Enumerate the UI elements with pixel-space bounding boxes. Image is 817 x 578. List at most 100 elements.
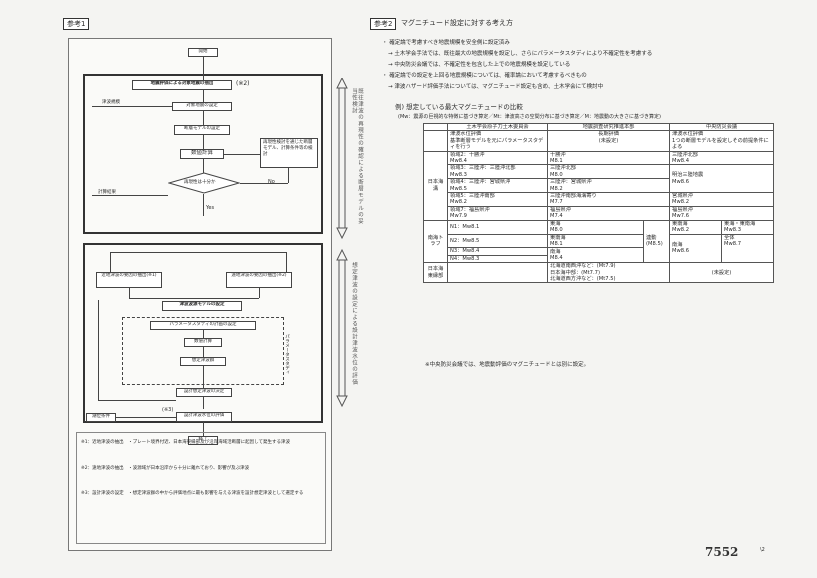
footnote-3: ※3：設計津波の設定 ・想定津波群の中から評価地点に最も影響を与える津波を設計想… <box>81 491 304 496</box>
connector <box>203 57 204 81</box>
connector <box>286 252 287 272</box>
footnote-1: ※1：近地津波の抽出 ・プレート境界付近、日本海東縁部及び沿岸海域活断層に起因し… <box>81 440 290 445</box>
cell: Mw8.7 <box>724 240 741 247</box>
cell: M8.4 <box>550 255 563 262</box>
cell: M8.1 <box>550 158 563 165</box>
step-final-eval: 設計津波水位の評価 <box>176 412 232 422</box>
cell: M8.0 <box>550 227 563 234</box>
connector <box>129 288 130 298</box>
hdr-jsce: 土木学会原子力土木委員会 <box>447 122 548 132</box>
step-source-model: 津波波源モデルの設定 <box>162 301 242 311</box>
cell: Mw8.4 <box>450 158 467 165</box>
decision-label: 再現性は十分か <box>184 180 216 185</box>
nankai-combined: 連動(M8.5) <box>642 219 671 264</box>
cell: 北海道南西沖など <box>550 263 592 270</box>
cell: Mw7.9 <box>450 213 467 220</box>
cell: Mw8.3 <box>450 171 467 178</box>
cell: 東海 <box>550 220 561 227</box>
step-param-plan: パラメータスタディの計画の設定 <box>150 321 256 330</box>
connector <box>203 90 204 102</box>
connector <box>98 400 176 401</box>
cell: 十勝沖 <box>550 151 566 158</box>
left-tag: 参考1 <box>63 18 90 30</box>
cell: 三陸沖北部 <box>550 165 576 172</box>
flowchart-frame <box>68 38 332 551</box>
cell: 領域5：三陸沖南部 <box>450 193 495 200</box>
bullet-4: ・ 確定論での設定を上回る地震規模については、確率論において考慮するべきもの <box>382 73 587 79</box>
cell: 福島県沖 <box>550 206 571 213</box>
region-japan-trench: 日本海溝 <box>423 150 448 221</box>
region-nankai: 南海トラフ <box>423 219 448 264</box>
table-row: N3：Mw8.4 <box>447 247 548 256</box>
table-footer: ※中央防災会議では、地震動評価のマグニチュードとは別に設定。 <box>425 362 590 368</box>
cell: 東南海 <box>550 234 566 241</box>
cell: 南海 <box>550 248 561 255</box>
connector <box>203 135 204 149</box>
bullet-5: → 津波ハザード評価手法については、マグニチュード設定も含め、土木学会にて検討中 <box>388 84 604 90</box>
sub-empty <box>423 130 448 152</box>
step-tide-level: 潮位条件 <box>86 413 116 422</box>
connector <box>203 194 204 216</box>
connector <box>288 168 289 183</box>
cell: 南海 <box>672 241 683 248</box>
start-node: 開始 <box>188 48 218 57</box>
connector <box>203 397 204 409</box>
step1-note: (※2) <box>236 80 250 87</box>
cell: 領域7：福島県沖 <box>450 206 490 213</box>
cell: 三陸沖北部 <box>672 151 698 158</box>
step-model-setting: 断層モデルの設定 <box>174 125 230 135</box>
left-arrow-label-1: 津波規模 <box>102 100 120 105</box>
connector <box>203 330 204 338</box>
table-row: 北海道南西沖など：(Mt7.9) 日本海中部：(Mt7.7) 北海道西方沖など：… <box>546 262 671 284</box>
cell: Mt7.7 <box>583 269 598 276</box>
right-title: マグニチュード設定に対する考え方 <box>401 19 513 27</box>
step-near-field: 近地津波の要因の抽出(※1) <box>96 272 162 288</box>
example-note: (Mw：震源の巨視的な特徴に基づき算定／Mt：津波高さの空間分布に基づき算定／M… <box>398 114 661 120</box>
corner-mark: \2 <box>760 547 765 553</box>
side-double-arrow <box>336 78 348 408</box>
connector <box>110 252 286 253</box>
cell: Mw8.2 <box>672 227 689 234</box>
table-row: N4：Mw8.3 <box>447 254 548 264</box>
sub-herp: 長期評価(未設定) <box>546 130 671 152</box>
cell: Mt7.9 <box>598 263 614 270</box>
connector <box>98 300 99 400</box>
hdr-cdmc: 中央防災会議 <box>669 122 775 132</box>
cell: M8.2 <box>550 185 563 192</box>
cell: Mt7.5 <box>598 275 614 282</box>
connector <box>203 111 204 125</box>
example-title: 例) 想定している最大マグニチュードの比較 <box>395 103 523 111</box>
decision-no: No <box>268 179 275 185</box>
cell: 明治三陸地震 <box>672 172 704 179</box>
step-compute-2: 数値計算 <box>184 338 222 347</box>
cell: 福島県沖 <box>672 206 693 213</box>
step-target-quake: 対象地震の設定 <box>172 102 232 111</box>
hdr-herp: 地震調査研究推進本部 <box>546 122 671 132</box>
cell: 北海道西方沖など <box>550 275 592 282</box>
decision-yes: Yes <box>206 205 215 211</box>
connector <box>92 106 172 107</box>
step-far-field: 遠地津波の要因の抽出(※2) <box>226 272 292 288</box>
footnotes-box: ※1：近地津波の抽出 ・プレート境界付近、日本海東縁部及び沿岸海域活断層に起因し… <box>76 432 326 544</box>
sub-cdmc-note: 1つの断層モデルを設定しその前提条件による <box>672 137 769 151</box>
table-row: N1：Mw8.1 <box>447 219 548 235</box>
cell: 宮城県沖 <box>672 193 693 200</box>
cell: Mw8.2 <box>450 199 467 206</box>
sub-herp-title: 長期評価 <box>598 131 619 138</box>
cell: M7.7 <box>550 199 563 206</box>
table-row <box>447 262 548 284</box>
sub-jsce-note: 基準断層モデルを元にパラメータスタディを行う <box>450 137 544 151</box>
